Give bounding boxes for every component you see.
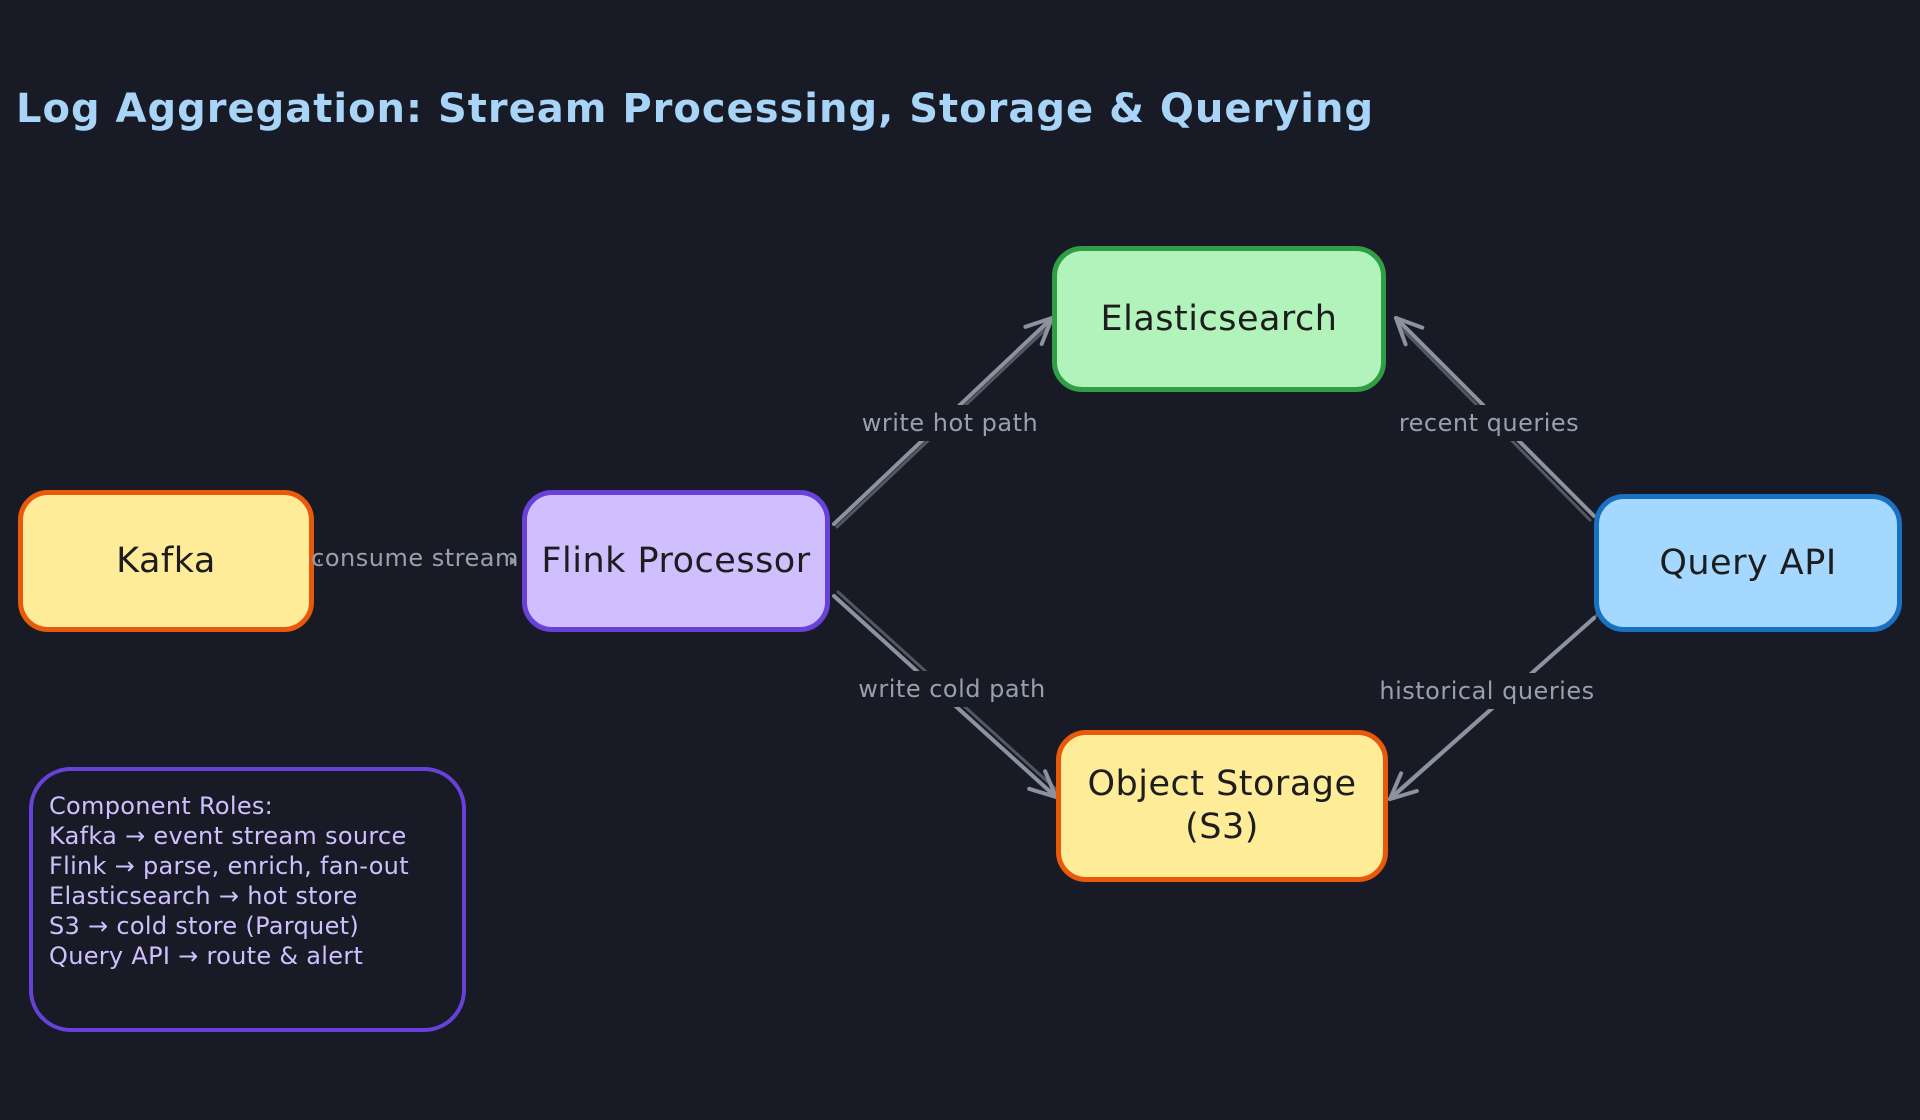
edge-label-consume-stream[interactable]: consume stream [311, 540, 518, 576]
edge-label-write-hot-path[interactable]: write hot path [853, 405, 1047, 441]
edge-label-recent-queries[interactable]: recent queries [1397, 405, 1581, 441]
component-roles-note[interactable]: Component Roles: Kafka → event stream so… [29, 767, 466, 1032]
note-line: Flink → parse, enrich, fan-out [49, 852, 409, 880]
node-label: Flink Processor [541, 540, 811, 581]
node-kafka[interactable]: Kafka [18, 490, 314, 632]
edge-label-historical-queries[interactable]: historical queries [1379, 673, 1594, 709]
node-label: Object Storage [1087, 764, 1357, 805]
diagram-title[interactable]: Log Aggregation: Stream Processing, Stor… [16, 86, 1375, 132]
node-label: Elasticsearch [1100, 298, 1338, 339]
node-object-storage-s3[interactable]: Object Storage (S3) [1056, 730, 1388, 882]
node-label: Query API [1659, 542, 1837, 583]
note-line: Kafka → event stream source [49, 822, 407, 850]
node-elasticsearch[interactable]: Elasticsearch [1052, 246, 1386, 392]
node-flink-processor[interactable]: Flink Processor [522, 490, 830, 632]
note-line: Elasticsearch → hot store [49, 882, 358, 910]
node-label-line2: (S3) [1185, 807, 1259, 847]
note-line: Query API → route & alert [49, 942, 364, 970]
note-line: S3 → cold store (Parquet) [49, 912, 360, 940]
node-label: Kafka [116, 540, 216, 581]
edge-label-write-cold-path[interactable]: write cold path [855, 671, 1049, 707]
node-query-api[interactable]: Query API [1594, 494, 1902, 632]
note-heading: Component Roles: [49, 792, 274, 820]
